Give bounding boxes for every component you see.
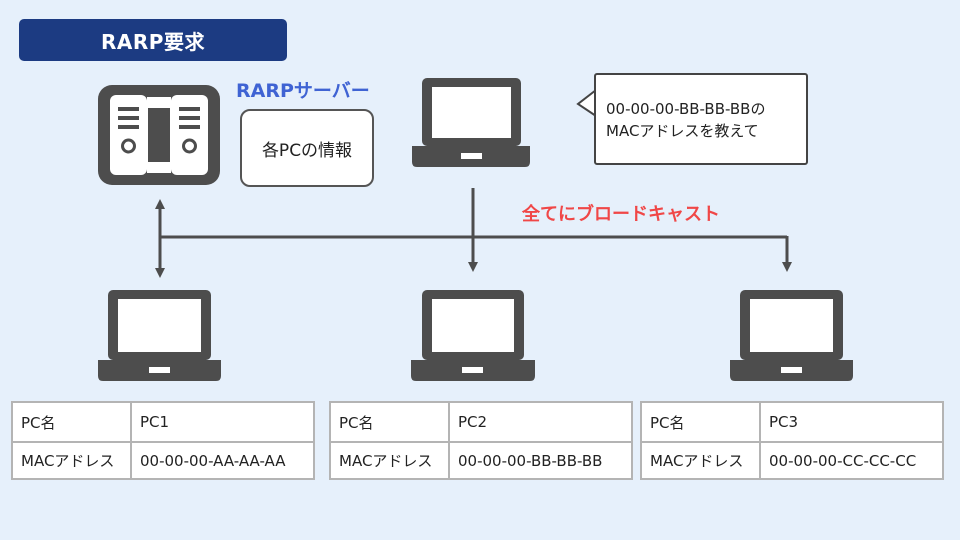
pc-name-key: PC名 bbox=[11, 401, 132, 443]
pc2-info-table: PC名 PC2 MACアドレス 00-00-00-BB-BB-BB bbox=[329, 401, 633, 480]
pc-name-value: PC2 bbox=[448, 401, 633, 443]
pc1-info-table: PC名 PC1 MACアドレス 00-00-00-AA-AA-AA bbox=[11, 401, 315, 480]
server-info-box: 各PCの情報 bbox=[240, 109, 374, 187]
bubble-tail bbox=[576, 89, 597, 117]
page-title: RARP要求 bbox=[19, 19, 287, 61]
network-lines bbox=[155, 188, 792, 278]
laptop-icon bbox=[730, 290, 853, 381]
server-label: RARPサーバー bbox=[236, 80, 370, 102]
request-bubble: 00-00-00-BB-BB-BBの MACアドレスを教えて bbox=[594, 73, 808, 165]
broadcast-label: 全てにブロードキャスト bbox=[522, 204, 720, 225]
request-line-2: MACアドレスを教えて bbox=[606, 122, 759, 140]
pc-name-value: PC3 bbox=[759, 401, 944, 443]
request-line-1: 00-00-00-BB-BB-BBの bbox=[606, 100, 766, 118]
laptop-icon bbox=[98, 290, 221, 381]
mac-value: 00-00-00-CC-CC-CC bbox=[759, 441, 944, 480]
pc-name-value: PC1 bbox=[130, 401, 315, 443]
laptop-icon bbox=[412, 78, 530, 167]
mac-value: 00-00-00-AA-AA-AA bbox=[130, 441, 315, 480]
mac-key: MACアドレス bbox=[329, 441, 450, 480]
pc3-info-table: PC名 PC3 MACアドレス 00-00-00-CC-CC-CC bbox=[640, 401, 944, 480]
mac-key: MACアドレス bbox=[11, 441, 132, 480]
laptop-icon bbox=[411, 290, 535, 381]
server-icon bbox=[98, 85, 220, 185]
mac-key: MACアドレス bbox=[640, 441, 761, 480]
mac-value: 00-00-00-BB-BB-BB bbox=[448, 441, 633, 480]
pc-name-key: PC名 bbox=[329, 401, 450, 443]
pc-name-key: PC名 bbox=[640, 401, 761, 443]
